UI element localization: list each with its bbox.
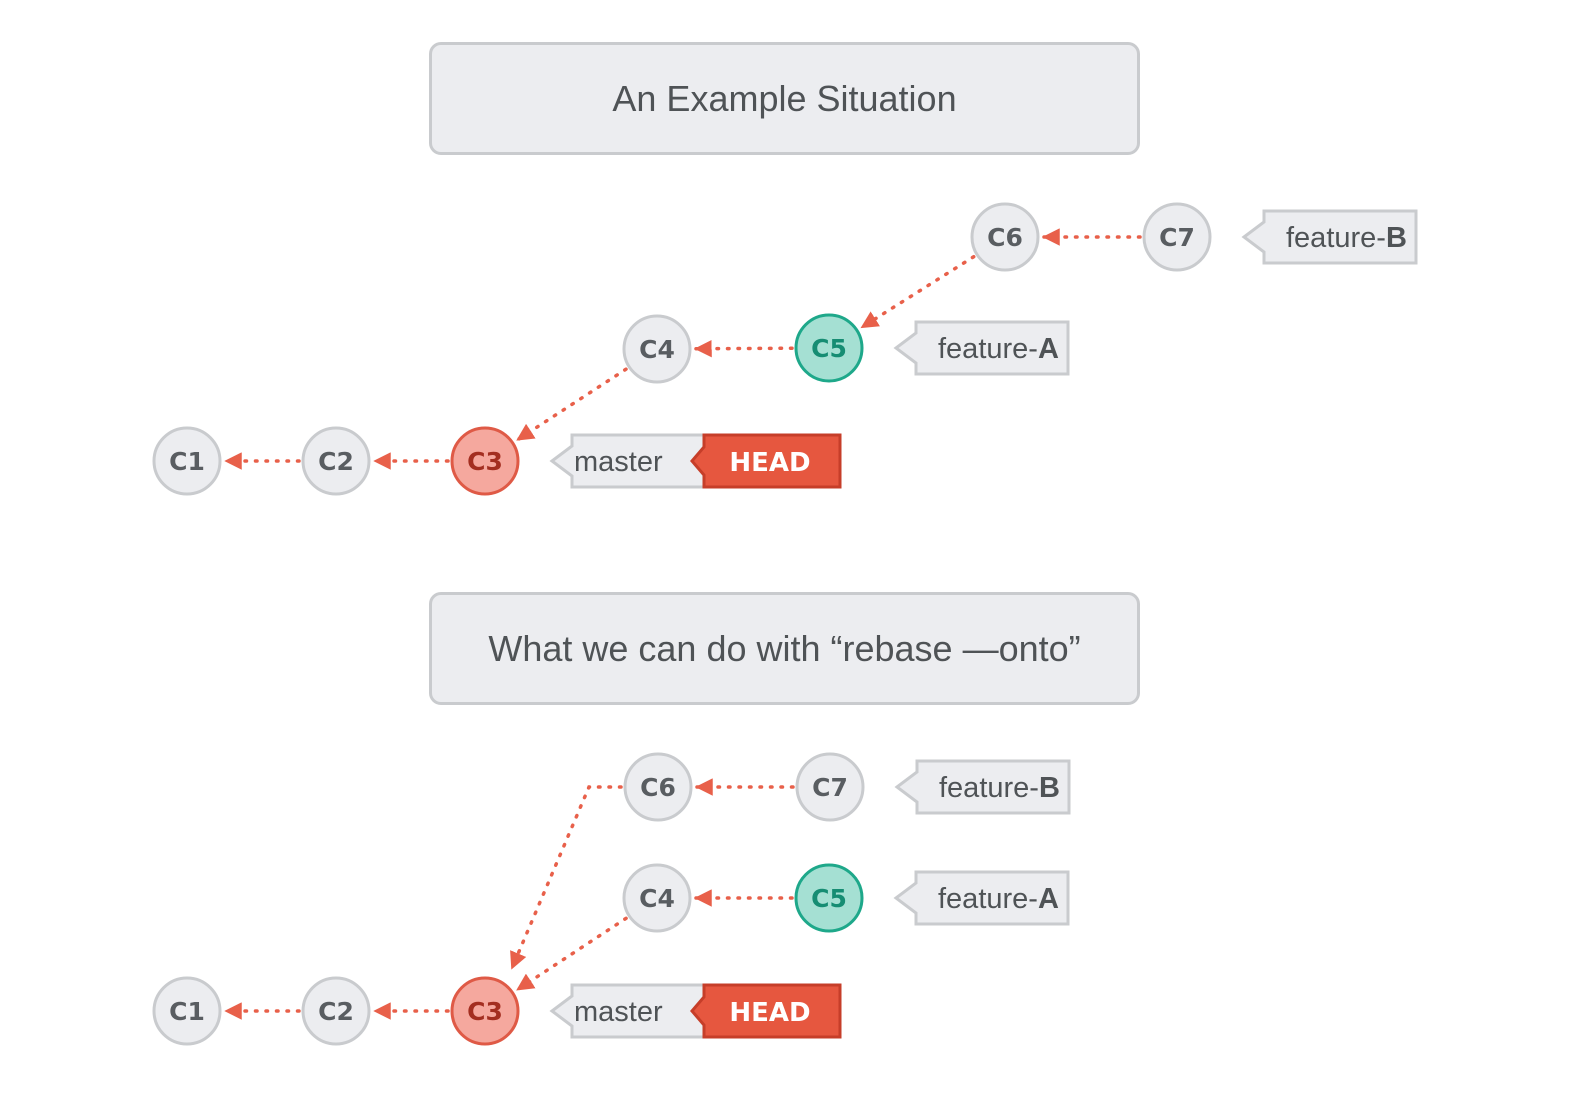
commit-c1: C1 [152, 426, 222, 496]
tag-shape [1241, 209, 1418, 265]
panel-1-title: An Example Situation [429, 42, 1140, 155]
commit-label: C7 [1159, 223, 1195, 252]
edge-c4-to-c3 [515, 367, 628, 442]
branch-tag-feature-a: feature-A [893, 320, 1070, 376]
commit-label: C6 [640, 773, 676, 802]
commit-node [301, 426, 371, 496]
commit-node [795, 752, 865, 822]
commit-label: C5 [811, 884, 847, 913]
branch-name: feature-B [1286, 222, 1407, 254]
edge-c6-to-c5 [860, 254, 976, 329]
commit-c3: C3 [450, 426, 520, 496]
branch-suffix: A [1038, 333, 1059, 365]
head-tag-shape [690, 983, 842, 1039]
edge-c4-to-c3 [515, 916, 628, 992]
commit-c7: C7 [795, 752, 865, 822]
commit-node [622, 863, 692, 933]
commit-c2: C2 [301, 976, 371, 1046]
commit-node [794, 313, 864, 383]
branch-tag-master: master HEAD [549, 983, 842, 1039]
tag-shape [894, 759, 1071, 815]
commit-c7: C7 [1142, 202, 1212, 272]
branch-tag-feature-a: feature-A [893, 870, 1070, 926]
branch-suffix: B [1386, 222, 1407, 254]
branch-prefix: feature- [939, 772, 1039, 804]
commit-node [450, 426, 520, 496]
edge-c5-to-c4 [694, 339, 794, 358]
commit-c6: C6 [970, 202, 1040, 272]
commit-node [450, 976, 520, 1046]
panel-1-title-text: An Example Situation [612, 77, 957, 119]
branch-name: feature-A [938, 333, 1059, 365]
branch-name: master [574, 996, 663, 1028]
branch-prefix: feature- [938, 883, 1038, 915]
commit-label: C3 [467, 447, 503, 476]
commit-label: C6 [987, 223, 1023, 252]
branch-tag-feature-b: feature-B [1241, 209, 1418, 265]
branch-tag-feature-b: feature-B [894, 759, 1071, 815]
commit-c4: C4 [622, 863, 692, 933]
commit-label: C3 [467, 997, 503, 1026]
commit-node [794, 863, 864, 933]
commit-label: C4 [639, 335, 675, 364]
branch-prefix: feature- [938, 333, 1038, 365]
branch-name: feature-B [939, 772, 1060, 804]
branch-prefix: feature- [1286, 222, 1386, 254]
commit-node [152, 976, 222, 1046]
commit-c3: C3 [450, 976, 520, 1046]
head-tag-shape [690, 433, 842, 489]
commit-node [970, 202, 1040, 272]
commit-label: C2 [318, 997, 354, 1026]
commit-c2: C2 [301, 426, 371, 496]
commit-label: C2 [318, 447, 354, 476]
branch-suffix: B [1039, 772, 1060, 804]
branch-suffix: A [1038, 883, 1059, 915]
commit-label: C5 [811, 334, 847, 363]
commit-label: C4 [639, 884, 675, 913]
panel-2-title: What we can do with “rebase —onto” [429, 592, 1140, 705]
branch-name: feature-A [938, 883, 1059, 915]
commit-c5: C5 [794, 863, 864, 933]
branch-tag-master: master HEAD [549, 433, 842, 489]
branch-name: master [574, 446, 663, 478]
tag-shape [893, 320, 1070, 376]
commit-node [152, 426, 222, 496]
commit-c1: C1 [152, 976, 222, 1046]
edge-c6-to-c3 [510, 785, 623, 970]
commit-node [301, 976, 371, 1046]
commit-label: C7 [812, 773, 848, 802]
commit-node [1142, 202, 1212, 272]
head-label: HEAD [729, 448, 810, 478]
commit-c6: C6 [623, 752, 693, 822]
head-label: HEAD [729, 998, 810, 1028]
commit-node [622, 314, 692, 384]
commit-c4: C4 [622, 314, 692, 384]
commit-label: C1 [169, 997, 205, 1026]
commit-node [623, 752, 693, 822]
commit-label: C1 [169, 447, 205, 476]
panel-2-title-text: What we can do with “rebase —onto” [488, 627, 1081, 669]
commit-c5: C5 [794, 313, 864, 383]
tag-shape [893, 870, 1070, 926]
